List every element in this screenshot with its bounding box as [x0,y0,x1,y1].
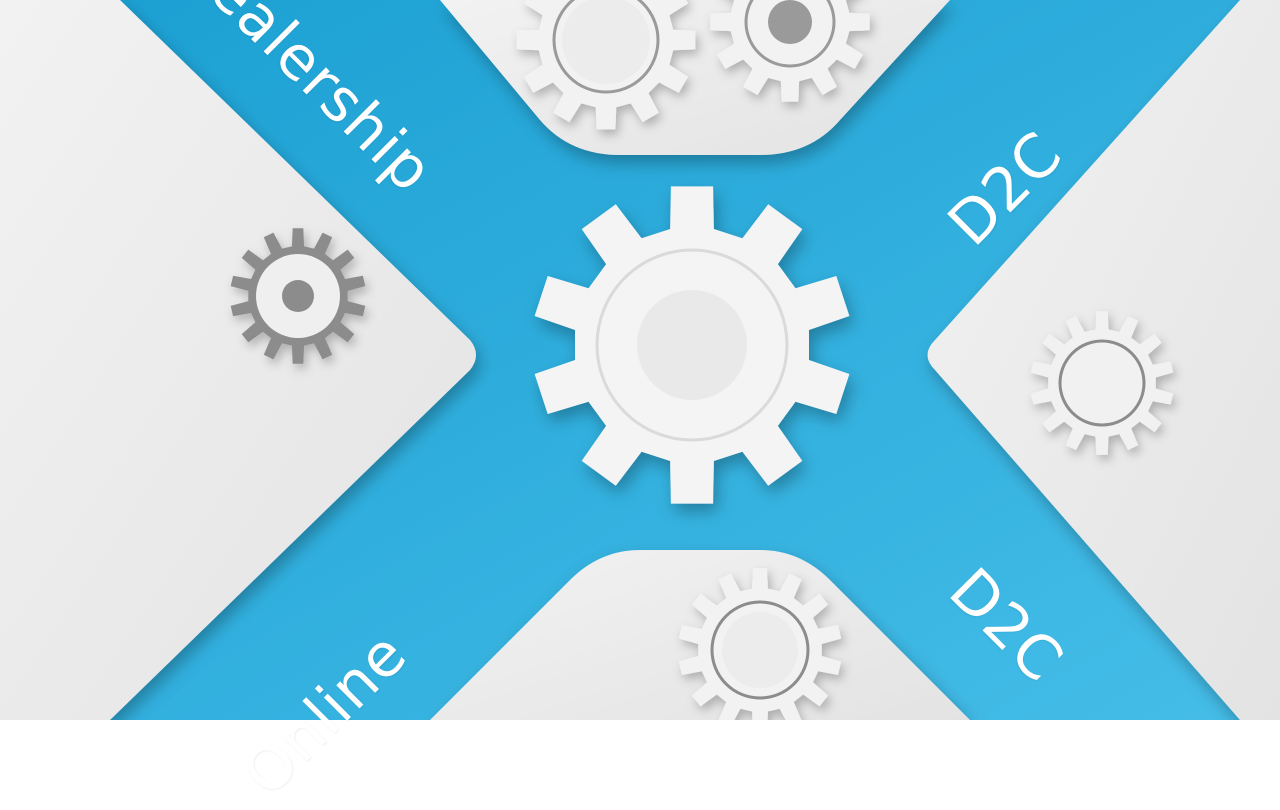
bottom-gear-hole [722,612,798,688]
gears-illustration [0,0,1280,720]
center-gear-hole [637,290,747,400]
top-gears-hole [768,0,812,44]
top-gears-hole [562,0,650,84]
left-gear-hole [282,280,314,312]
right-gear-hole [1064,345,1140,421]
